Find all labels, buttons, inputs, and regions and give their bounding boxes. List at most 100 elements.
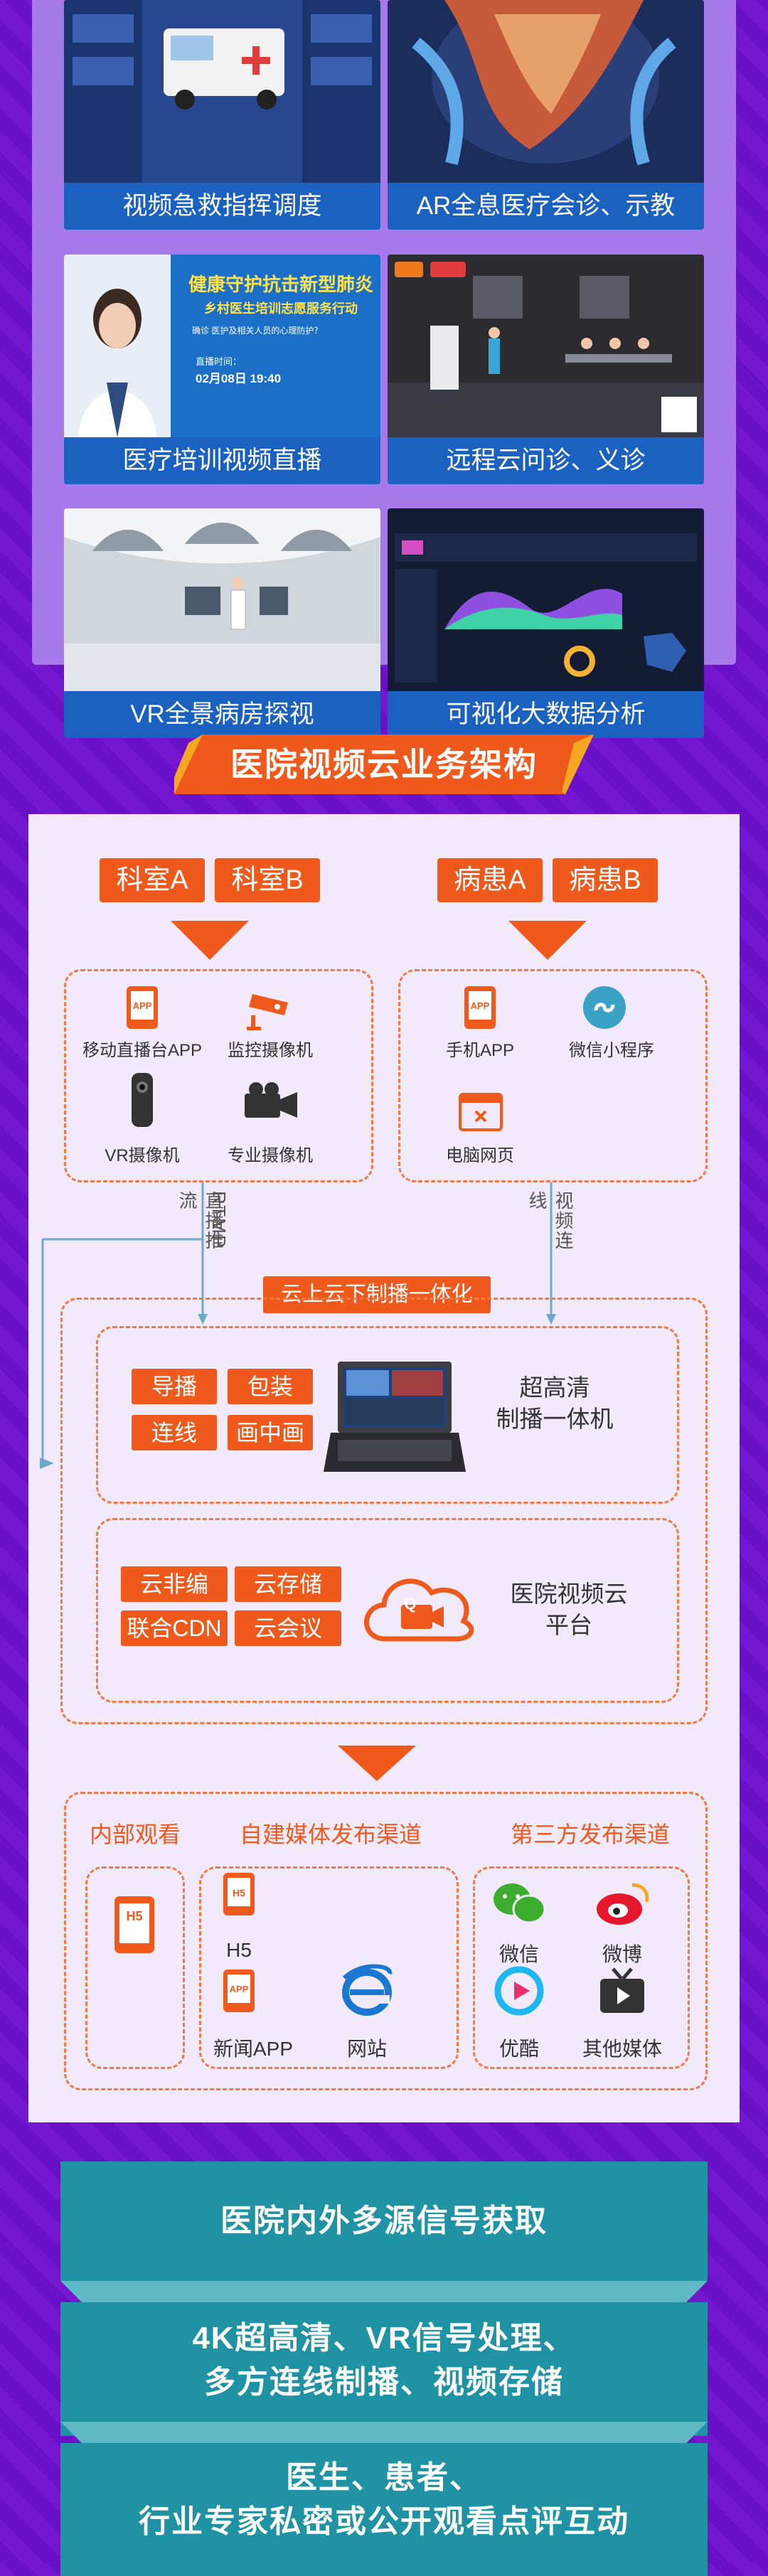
slide-time-label: 直播时间： — [196, 356, 242, 367]
channel-self: 自建媒体发布渠道 — [239, 1822, 422, 1847]
distribution-box — [64, 1792, 708, 2090]
link-label: 直播推流 — [176, 1191, 224, 1251]
app-icon — [464, 986, 496, 1029]
step-connector — [60, 2422, 708, 2443]
card-studio[interactable]: 远程云问诊、义诊 — [388, 255, 704, 484]
producer-device-icon — [324, 1362, 466, 1472]
cloud-logo-letter: Q — [404, 1595, 417, 1613]
device-label: 微信小程序 — [569, 1041, 654, 1060]
card-training[interactable]: 健康守护抗击新型肺炎 乡村医生培训志愿服务行动 确诊 医护及相关人员的心理防护？… — [64, 255, 380, 484]
vr-camera-icon — [132, 1073, 153, 1127]
architecture-panel: 科室A 科室B 病患A 病患B APP 移动直播台APP 监控摄像机 VR摄像机… — [28, 814, 740, 2122]
app-icon — [127, 986, 158, 1029]
youku-icon — [494, 1966, 544, 2016]
card-ambulance[interactable]: 视频急救指挥调度 — [64, 0, 380, 230]
link-label: 视频连线 — [526, 1191, 574, 1251]
cctv-camera-icon — [247, 994, 288, 1030]
device-label: 移动直播台APP — [82, 1041, 203, 1060]
device-label: 监控摄像机 — [228, 1041, 313, 1060]
source-tag: 科室B — [215, 858, 320, 902]
webpage-icon — [459, 1093, 503, 1131]
section-title: 医院视频云业务架构 — [230, 746, 538, 783]
channel-item-label: 其他媒体 — [582, 2038, 662, 2060]
step-connector — [60, 2281, 708, 2302]
h5-badge: H5 — [126, 1909, 143, 1923]
device-label: 专业摄像机 — [228, 1146, 313, 1165]
card-caption: 视频急救指挥调度 — [64, 183, 380, 230]
cloud-tag: 联合CDN — [121, 1610, 228, 1646]
card-caption: 远程云问诊、义诊 — [388, 437, 704, 484]
studio-image — [388, 255, 704, 437]
cloud-title: 医院视频云 平台 — [510, 1581, 628, 1638]
channel-item-label: 新闻APP — [213, 2038, 294, 2060]
device-box-right — [398, 969, 708, 1182]
app-badge: APP — [470, 1000, 490, 1011]
arrow-right-icon — [40, 1458, 54, 1469]
card-caption: AR全息医疗会诊、示教 — [388, 183, 704, 230]
device-label: VR摄像机 — [105, 1146, 180, 1165]
step-1: 医院内外多源信号获取 — [60, 2161, 708, 2281]
channel-item-label: H5 — [226, 1939, 252, 1961]
slide-title: 健康守护抗击新型肺炎 — [188, 274, 373, 295]
weibo-icon — [597, 1883, 649, 1925]
app-badge: APP — [132, 1000, 152, 1011]
hologram-image — [388, 0, 704, 183]
cloud-tag: 云会议 — [235, 1610, 341, 1646]
video-camera-icon — [245, 1082, 297, 1118]
h5-icon — [223, 1873, 255, 1915]
card-caption: 可视化大数据分析 — [388, 691, 704, 738]
internal-box — [85, 1866, 185, 2069]
step-3: 医生、患者、 行业专家私密或公开观看点评互动 — [60, 2443, 708, 2576]
channel-item-label: 优酷 — [498, 2038, 539, 2060]
third-channel-box — [473, 1866, 690, 2069]
producer-tag: 包装 — [228, 1369, 313, 1404]
app-badge: APP — [229, 1984, 249, 1994]
h5-badge: H5 — [233, 1887, 245, 1898]
arrow-down-icon — [338, 1746, 416, 1781]
cloud-label: 云上云下制播一体化 — [263, 1276, 491, 1313]
producer-box — [96, 1326, 679, 1504]
card-caption: VR全景病房探视 — [64, 691, 380, 738]
card-vr-ward[interactable]: VR全景病房探视 — [64, 508, 380, 738]
producer-tag: 画中画 — [228, 1415, 313, 1450]
step-2: 4K超高清、VR信号处理、 多方连线制播、视频存储 — [60, 2302, 708, 2436]
cloud-tag: 云存储 — [235, 1566, 341, 1602]
tv-icon — [600, 1967, 644, 2013]
arrow-down-icon — [171, 921, 249, 960]
slide-date: 02月08日 19:40 — [196, 372, 282, 385]
channel-internal: 内部观看 — [89, 1822, 181, 1847]
wechat-icon — [494, 1883, 546, 1924]
channel-third: 第三方发布渠道 — [510, 1822, 670, 1847]
card-hologram[interactable]: AR全息医疗会诊、示教 — [388, 0, 704, 230]
slide-line: 确诊 医护及相关人员的心理防护？ — [192, 326, 323, 336]
vr-ward-image — [64, 508, 380, 691]
self-channel-box — [199, 1866, 459, 2069]
producer-title: 超高清 制播一体机 — [496, 1374, 614, 1432]
training-image — [64, 255, 380, 437]
showcase-panel: 视频急救指挥调度 AR全息医疗会诊、示教 健康守护抗击新型肺炎 乡村医生培训志愿… — [32, 0, 736, 738]
connector-lines — [41, 1182, 556, 1463]
channel-item-label: 微信 — [498, 1943, 539, 1965]
cloud-platform-box — [96, 1518, 679, 1703]
ambulance-image — [64, 0, 380, 183]
producer-tag: 导播 — [132, 1369, 217, 1404]
arrow-down-icon — [508, 921, 587, 960]
card-caption: 医疗培训视频直播 — [64, 437, 380, 484]
source-tag: 病患B — [553, 858, 658, 902]
source-tag: 病患A — [437, 858, 543, 902]
producer-tag: 连线 — [132, 1415, 217, 1450]
channel-item-label: 微博 — [602, 1943, 642, 1965]
section-title-banner — [174, 734, 594, 794]
ie-icon — [342, 1964, 393, 2016]
slide-subtitle: 乡村医生培训志愿服务行动 — [204, 301, 358, 316]
card-dashboard[interactable]: 可视化大数据分析 — [388, 508, 704, 738]
mini-program-icon — [583, 986, 626, 1029]
source-tag: 科室A — [100, 858, 205, 902]
link-protocol: RTMP — [208, 1191, 230, 1249]
channel-item-label: 网站 — [346, 2038, 387, 2060]
device-box-left — [64, 969, 373, 1182]
cloud-box — [60, 1298, 708, 1724]
app-icon — [223, 1970, 255, 2012]
cloud-tag: 云非编 — [121, 1566, 228, 1602]
device-label: 手机APP — [445, 1041, 515, 1060]
